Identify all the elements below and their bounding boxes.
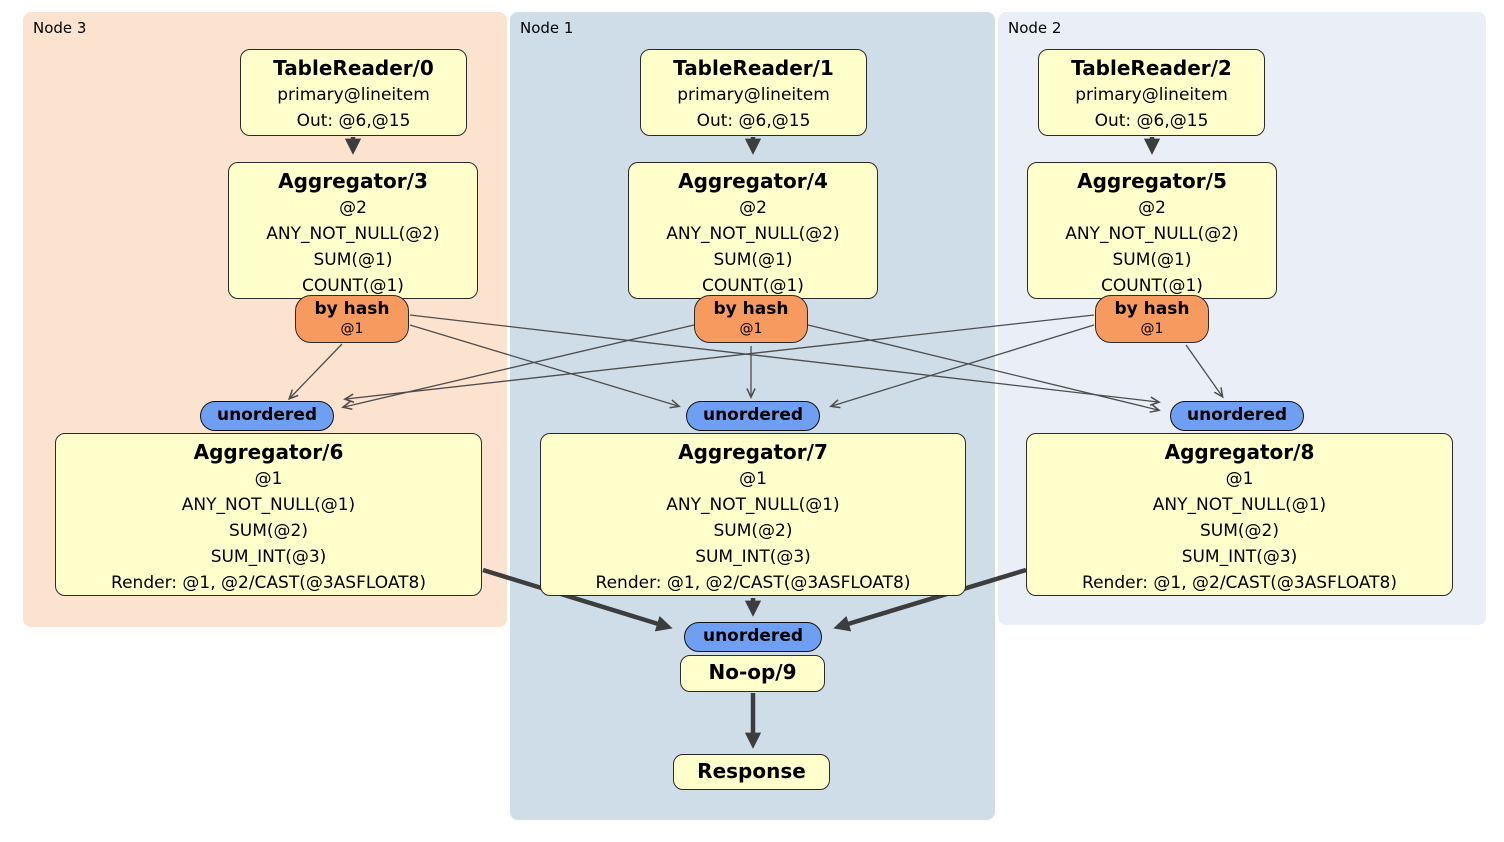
tablereader-1-index: primary@lineitem [677,85,830,105]
panel-node1-label: Node 1 [520,19,574,37]
aggregator-4-box: Aggregator/4 @2 ANY_NOT_NULL(@2) SUM(@1)… [628,162,878,299]
aggregator-4-title: Aggregator/4 [678,169,828,193]
aggregator-7-line: SUM_INT(@3) [695,547,811,567]
aggregator-4-line: COUNT(@1) [702,276,804,296]
aggregator-3-title: Aggregator/3 [278,169,428,193]
aggregator-7-line: SUM(@2) [713,521,793,541]
aggregator-5-box: Aggregator/5 @2 ANY_NOT_NULL(@2) SUM(@1)… [1027,162,1277,299]
response-title: Response [697,759,806,783]
hash-router-node1-label: by hash [713,299,789,319]
panel-node3-label: Node 3 [33,19,87,37]
tablereader-0-index: primary@lineitem [277,85,430,105]
tablereader-2-out: Out: @6,@15 [1094,111,1209,131]
hash-router-node2: by hash @1 [1095,295,1209,343]
aggregator-6-line: Render: @1, @2/CAST(@3ASFLOAT8) [111,573,426,593]
aggregator-6-line: ANY_NOT_NULL(@1) [181,495,356,515]
aggregator-8-line: SUM_INT(@3) [1181,547,1298,567]
tablereader-1-box: TableReader/1 primary@lineitem Out: @6,@… [640,49,867,136]
unordered-sync-node2: unordered [1170,401,1304,431]
final-unordered-sync: unordered [684,622,822,652]
hash-router-node3-columns: @1 [340,321,364,337]
aggregator-6-line: SUM(@2) [229,521,308,541]
aggregator-6-line: @1 [254,469,283,489]
aggregator-5-line: COUNT(@1) [1101,276,1203,296]
aggregator-5-line: SUM(@1) [1112,250,1192,270]
aggregator-7-line: @1 [739,469,767,489]
tablereader-2-index: primary@lineitem [1075,85,1228,105]
aggregator-4-line: ANY_NOT_NULL(@2) [666,224,840,244]
tablereader-2-title: TableReader/2 [1071,56,1232,80]
hash-router-node3-label: by hash [314,299,390,319]
aggregator-3-line: ANY_NOT_NULL(@2) [266,224,440,244]
aggregator-4-line: @2 [739,198,767,218]
panel-node2-label: Node 2 [1008,19,1062,37]
aggregator-3-box: Aggregator/3 @2 ANY_NOT_NULL(@2) SUM(@1)… [228,162,478,299]
aggregator-8-line: @1 [1225,469,1254,489]
aggregator-8-title: Aggregator/8 [1164,440,1315,464]
aggregator-8-line: ANY_NOT_NULL(@1) [1152,495,1327,515]
aggregator-8-line: SUM(@2) [1200,521,1279,541]
noop-9-title: No-op/9 [708,660,797,684]
response-box: Response [673,754,830,790]
aggregator-5-title: Aggregator/5 [1077,169,1227,193]
noop-9-box: No-op/9 [680,655,825,692]
aggregator-8-line: Render: @1, @2/CAST(@3ASFLOAT8) [1082,573,1397,593]
hash-router-node2-columns: @1 [1140,321,1164,337]
aggregator-3-line: COUNT(@1) [302,276,404,296]
tablereader-0-out: Out: @6,@15 [296,111,411,131]
tablereader-1-out: Out: @6,@15 [696,111,811,131]
aggregator-3-line: @2 [339,198,367,218]
aggregator-7-box: Aggregator/7 @1 ANY_NOT_NULL(@1) SUM(@2)… [540,433,966,596]
aggregator-7-line: Render: @1, @2/CAST(@3ASFLOAT8) [595,573,911,593]
aggregator-7-line: ANY_NOT_NULL(@1) [666,495,840,515]
tablereader-0-box: TableReader/0 primary@lineitem Out: @6,@… [240,49,467,136]
aggregator-6-line: SUM_INT(@3) [210,547,327,567]
hash-router-node2-label: by hash [1114,299,1190,319]
tablereader-1-title: TableReader/1 [673,56,834,80]
unordered-sync-node1: unordered [686,401,820,431]
aggregator-6-title: Aggregator/6 [193,440,344,464]
tablereader-0-title: TableReader/0 [273,56,434,80]
aggregator-7-title: Aggregator/7 [678,440,828,464]
hash-router-node3: by hash @1 [295,295,409,343]
unordered-sync-node3: unordered [200,401,334,431]
aggregator-8-box: Aggregator/8 @1 ANY_NOT_NULL(@1) SUM(@2)… [1026,433,1453,596]
tablereader-2-box: TableReader/2 primary@lineitem Out: @6,@… [1038,49,1265,136]
aggregator-5-line: ANY_NOT_NULL(@2) [1065,224,1239,244]
hash-router-node1: by hash @1 [694,295,808,343]
aggregator-3-line: SUM(@1) [313,250,393,270]
aggregator-4-line: SUM(@1) [713,250,793,270]
aggregator-5-line: @2 [1138,198,1166,218]
aggregator-6-box: Aggregator/6 @1 ANY_NOT_NULL(@1) SUM(@2)… [55,433,482,596]
hash-router-node1-columns: @1 [739,321,763,337]
